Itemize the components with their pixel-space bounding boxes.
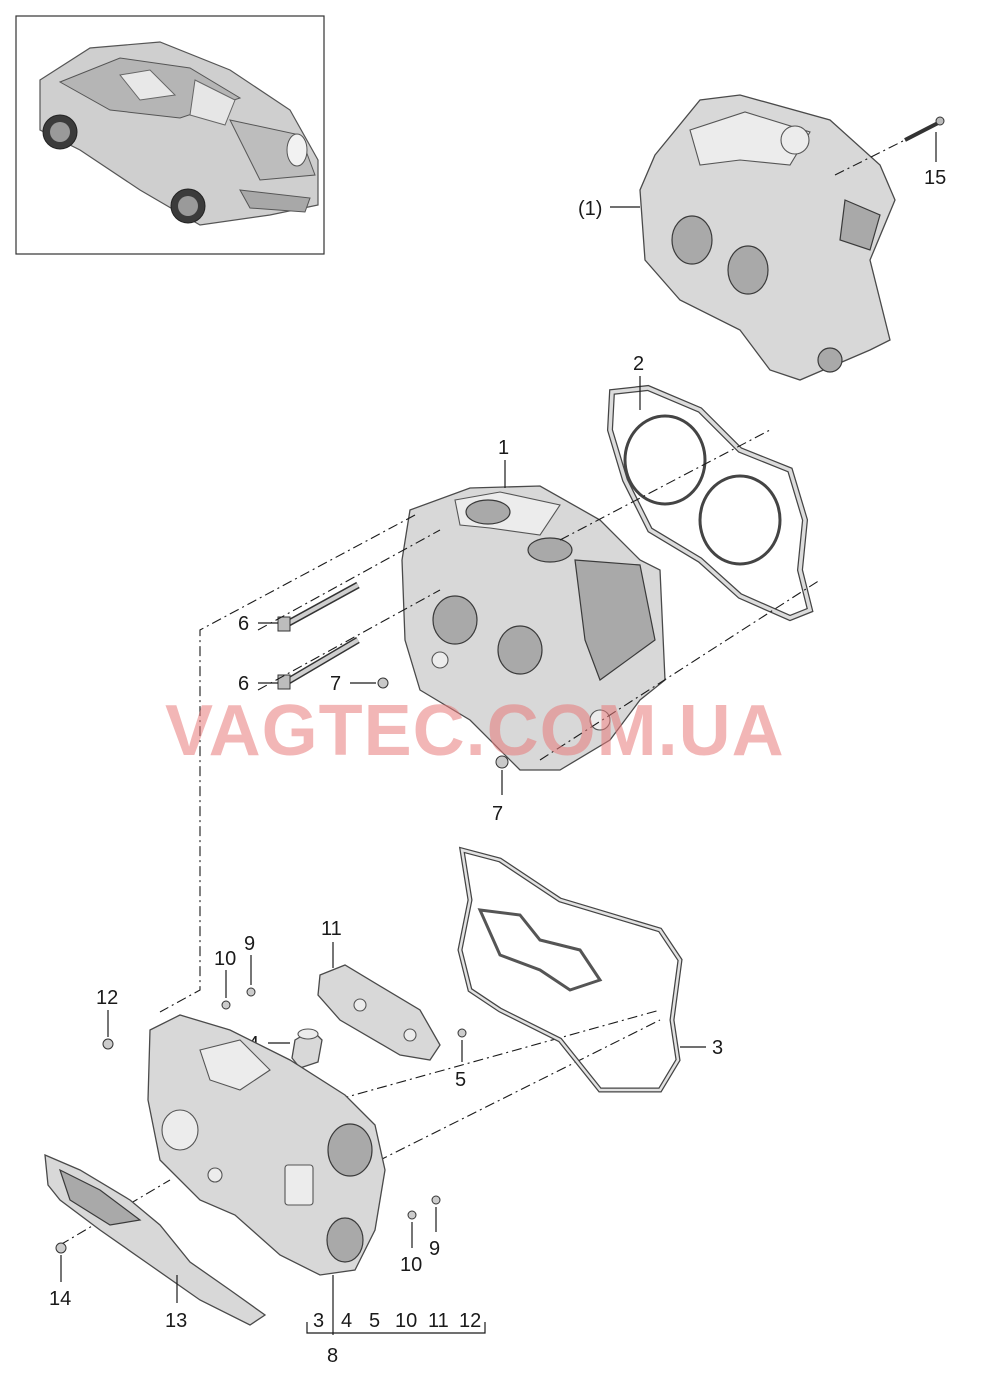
callout-11: 11 xyxy=(321,918,342,940)
callout-9-lower: 9 xyxy=(429,1238,440,1260)
callout-7-upper: 7 xyxy=(330,673,341,695)
cover-gasket-3 xyxy=(457,846,683,1093)
kit-8-component: 11 xyxy=(428,1310,449,1332)
callout-6-lower: 6 xyxy=(238,673,249,695)
vehicle-thumbnail xyxy=(15,15,325,255)
convertible-car-illustration xyxy=(39,41,319,226)
screw-5 xyxy=(457,1028,467,1038)
stud-7-lower xyxy=(495,755,509,769)
callout-15: 15 xyxy=(924,167,946,189)
callout-3: 3 xyxy=(712,1037,723,1059)
callout-10-lower: 10 xyxy=(400,1254,422,1276)
kit-8-reference: 3 4 5 10 11 12 8 xyxy=(306,1275,486,1367)
head-bolt-6-lower xyxy=(277,636,360,690)
kit-8-component: 4 xyxy=(341,1310,352,1332)
cover-housing xyxy=(147,1014,386,1276)
callout-2: 2 xyxy=(633,353,644,375)
callout-5: 5 xyxy=(455,1069,466,1091)
washer-10-upper xyxy=(221,1000,231,1010)
bracket-11 xyxy=(317,964,441,1061)
callout-7-lower: 7 xyxy=(492,803,503,825)
screw-14 xyxy=(55,1242,67,1254)
callout-9-upper: 9 xyxy=(244,933,255,955)
callout-14: 14 xyxy=(49,1288,71,1310)
screw-9-upper xyxy=(246,987,256,997)
heat-shield-13 xyxy=(44,1153,267,1326)
washer-10-lower xyxy=(407,1210,417,1220)
callout-13: 13 xyxy=(165,1310,187,1332)
bolt-15 xyxy=(904,116,945,142)
kit-8-component: 3 xyxy=(313,1310,324,1332)
screw-12 xyxy=(102,1038,114,1050)
callout-8: 8 xyxy=(327,1345,338,1367)
callout-6-upper: 6 xyxy=(238,613,249,635)
head-gasket-2 xyxy=(606,384,814,622)
callout-1-reference: (1) xyxy=(578,198,602,220)
kit-8-component: 10 xyxy=(395,1310,417,1332)
cylinder-head-reference xyxy=(639,94,896,381)
sensor-4 xyxy=(291,1028,323,1069)
screw-9-lower xyxy=(431,1195,441,1205)
watermark: VAGTEC.COM.UA xyxy=(165,691,785,771)
head-bolt-6-upper xyxy=(277,581,360,632)
callout-10-upper: 10 xyxy=(214,948,236,970)
stud-7-upper xyxy=(377,677,389,689)
callout-12: 12 xyxy=(96,987,118,1009)
kit-8-component: 5 xyxy=(369,1310,380,1332)
callout-1: 1 xyxy=(498,437,509,459)
kit-8-component: 12 xyxy=(459,1310,481,1332)
cylinder-head-1 xyxy=(401,485,666,771)
